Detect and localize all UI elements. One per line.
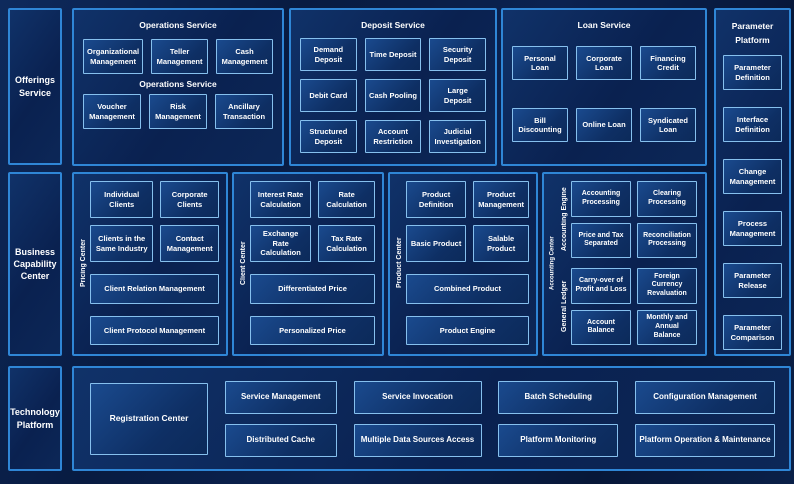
node-product-engine: Product Engine	[406, 315, 529, 345]
node-debit-card: Debit Card	[300, 79, 357, 112]
node-clients-in-the-same-industry: Clients in the Same Industry	[90, 225, 154, 262]
node-large-deposit: Large Deposit	[429, 79, 486, 112]
node-cash-pooling: Cash Pooling	[364, 79, 422, 112]
operations-row-1: Organizational Management Teller Managem…	[83, 39, 273, 74]
node-process-management: Process Management	[723, 211, 782, 247]
tech-column-2: Service Invocation Multiple Data Sources…	[353, 380, 482, 457]
node-parameter-definition: Parameter Definition	[723, 55, 782, 91]
tech-column-1: Service Management Distributed Cache	[224, 380, 337, 457]
node-differentiated-price: Differentiated Price	[250, 274, 375, 304]
node-clearing-processing: Clearing Processing	[637, 181, 697, 217]
node-personalized-price: Personalized Price	[250, 315, 375, 345]
node-batch-scheduling: Batch Scheduling	[498, 380, 619, 414]
node-interface-definition: Interface Definition	[723, 107, 782, 143]
node-reconciliation-processing: Reconciliation Processing	[637, 222, 697, 258]
operations-row-2: Voucher Management Risk Management Ancil…	[83, 94, 273, 129]
node-service-invocation: Service Invocation	[353, 380, 482, 414]
node-bill-discounting: Bill Discounting	[512, 108, 568, 142]
node-online-loan: Online Loan	[576, 108, 632, 142]
node-time-deposit: Time Deposit	[364, 38, 422, 71]
node-platform-monitoring: Platform Monitoring	[498, 423, 619, 457]
rail-technology-platform: Technology Platform	[8, 366, 62, 471]
node-product-management: Product Management	[473, 181, 529, 218]
rail-offerings-service: Offerings Service	[8, 8, 62, 165]
tech-column-4: Configuration Management Platform Operat…	[635, 380, 775, 457]
product-center-grid: Product Definition Product Management Ba…	[406, 181, 529, 262]
node-change-management: Change Management	[723, 159, 782, 195]
section-accounting-center: Accounting Center Accounting Engine Acco…	[542, 172, 707, 356]
section-product-center: Product Center Product Definition Produc…	[388, 172, 538, 356]
node-registration-center: Registration Center	[90, 382, 208, 455]
accounting-engine-label: Accounting Engine	[561, 187, 568, 252]
operations-service-subtitle: Operations Service	[139, 79, 217, 89]
node-client-relation-management: Client Relation Management	[90, 274, 219, 304]
tech-column-3: Batch Scheduling Platform Monitoring	[498, 380, 619, 457]
section-parameter-platform: Parameter Platform Parameter Definition …	[714, 8, 791, 356]
parameter-platform-stack: Parameter Definition Interface Definitio…	[723, 55, 782, 351]
section-loan-service: Loan Service Personal Loan Corporate Loa…	[501, 8, 707, 166]
section-pricing-center: Pricing Center Individual Clients Corpor…	[72, 172, 228, 356]
node-syndicated-loan: Syndicated Loan	[640, 108, 696, 142]
node-voucher-management: Voucher Management	[83, 94, 141, 129]
node-monthly-and-annual-balance: Monthly and Annual Balance	[637, 309, 697, 345]
node-distributed-cache: Distributed Cache	[224, 423, 337, 457]
parameter-platform-title: Parameter Platform	[731, 21, 774, 45]
node-personal-loan: Personal Loan	[512, 46, 568, 80]
deposit-grid: Demand Deposit Time Deposit Security Dep…	[300, 38, 486, 153]
node-security-deposit: Security Deposit	[429, 38, 486, 71]
section-deposit-service: Deposit Service Demand Deposit Time Depo…	[289, 8, 497, 166]
node-risk-management: Risk Management	[149, 94, 207, 129]
node-salable-product: Salable Product	[473, 225, 529, 262]
general-ledger-label: General Ledger	[561, 280, 568, 333]
node-basic-product: Basic Product	[406, 225, 467, 262]
node-judicial-investigation: Judicial Investigation	[429, 120, 486, 153]
node-multiple-data-sources-access: Multiple Data Sources Access	[353, 423, 482, 457]
section-client-center: Client Center Interest Rate Calculation …	[232, 172, 384, 356]
loan-service-title: Loan Service	[577, 20, 631, 30]
node-financing-credit: Financing Credit	[640, 46, 696, 80]
node-account-balance: Account Balance	[571, 309, 631, 345]
node-platform-operation-maintenance: Platform Operation & Maintenance	[635, 423, 775, 457]
node-structured-deposit: Structured Deposit	[300, 120, 357, 153]
node-parameter-comparison: Parameter Comparison	[723, 315, 782, 351]
loan-grid: Personal Loan Corporate Loan Financing C…	[512, 46, 696, 142]
node-ancillary-transaction: Ancillary Transaction	[215, 94, 273, 129]
section-operations-service: Operations Service Organizational Manage…	[72, 8, 284, 166]
node-configuration-management: Configuration Management	[635, 380, 775, 414]
node-rate-calculation: Rate Calculation	[318, 181, 375, 218]
node-combined-product: Combined Product	[406, 274, 529, 304]
node-cash-management: Cash Management	[216, 39, 273, 74]
node-parameter-release: Parameter Release	[723, 263, 782, 299]
node-corporate-loan: Corporate Loan	[576, 46, 632, 80]
deposit-service-title: Deposit Service	[361, 20, 425, 30]
node-product-definition: Product Definition	[406, 181, 467, 218]
accounting-engine-group: Accounting Engine Accounting Processing …	[558, 181, 697, 258]
general-ledger-group: General Ledger Carry-over of Profit and …	[558, 268, 697, 345]
node-organizational-management: Organizational Management	[83, 39, 144, 74]
client-center-label: Client Center	[240, 241, 247, 285]
node-interest-rate-calculation: Interest Rate Calculation	[250, 181, 312, 218]
node-corporate-clients: Corporate Clients	[160, 181, 219, 218]
node-client-protocol-management: Client Protocol Management	[90, 315, 219, 345]
node-individual-clients: Individual Clients	[90, 181, 154, 218]
product-center-label: Product Center	[396, 237, 403, 289]
node-account-restriction: Account Restriction	[364, 120, 422, 153]
node-service-management: Service Management	[224, 380, 337, 414]
node-teller-management: Teller Management	[151, 39, 209, 74]
node-contact-management: Contact Management	[160, 225, 219, 262]
node-demand-deposit: Demand Deposit	[300, 38, 357, 71]
node-exchange-rate-calculation: Exchange Rate Calculation	[250, 225, 312, 262]
pricing-center-label: Pricing Center	[80, 239, 87, 287]
node-tax-rate-calculation: Tax Rate Calculation	[318, 225, 375, 262]
node-accounting-processing: Accounting Processing	[571, 181, 631, 217]
node-price-and-tax-separated: Price and Tax Separated	[571, 222, 631, 258]
node-carry-over-of-profit-and-loss: Carry-over of Profit and Loss	[571, 268, 631, 304]
accounting-center-label: Accounting Center	[549, 236, 556, 290]
rail-business-capability-center: Business Capability Center	[8, 172, 62, 356]
pricing-center-grid: Individual Clients Corporate Clients Cli…	[90, 181, 219, 262]
section-technology-platform: Registration Center Service Management D…	[72, 366, 791, 471]
node-foreign-currency-revaluation: Foreign Currency Revaluation	[637, 268, 697, 304]
client-center-grid: Interest Rate Calculation Rate Calculati…	[250, 181, 375, 262]
operations-service-title: Operations Service	[139, 20, 217, 30]
